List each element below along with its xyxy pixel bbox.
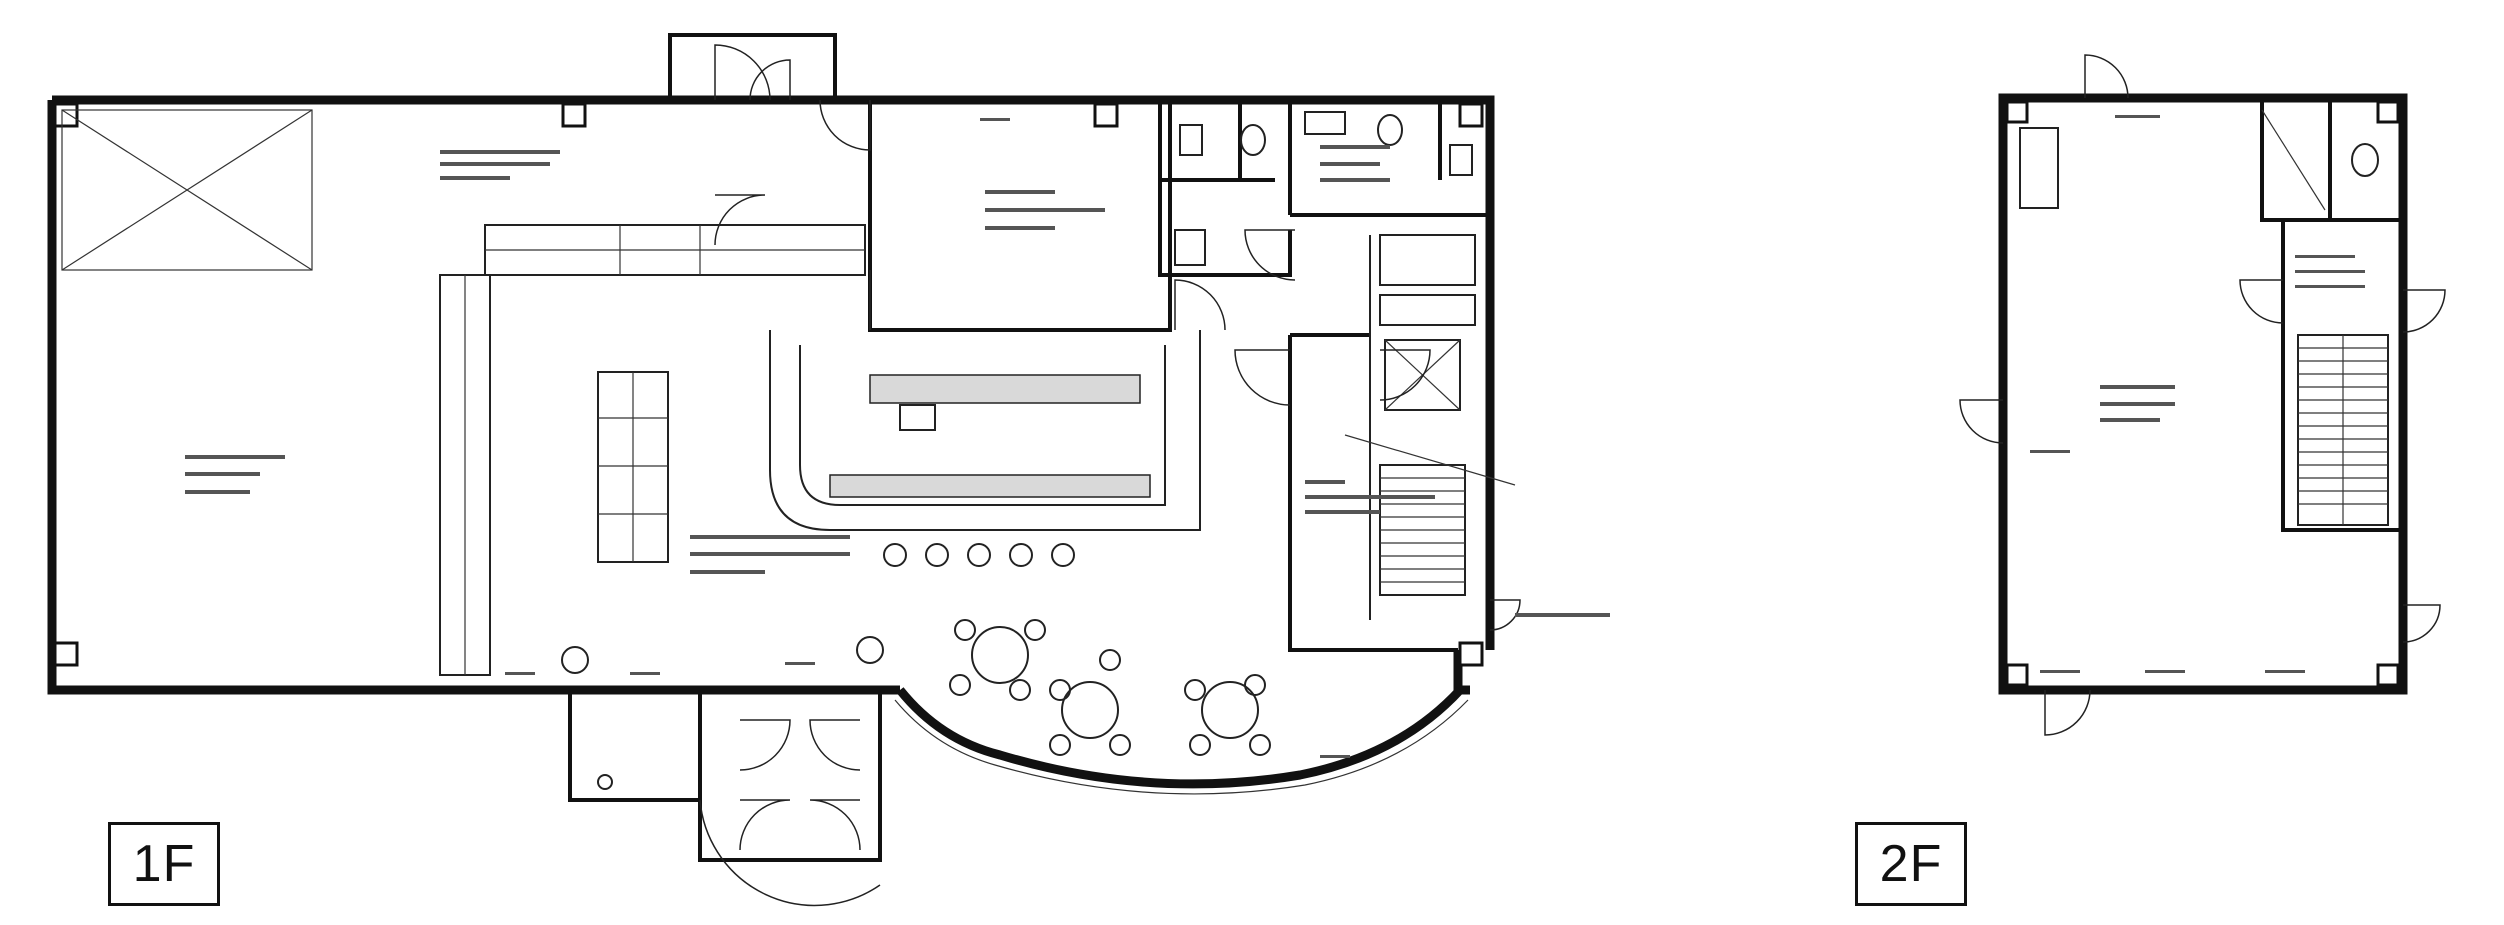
floor-label-2f: 2F	[1855, 822, 1967, 906]
bar-counter	[769, 330, 1201, 531]
second-floor-doors	[1959, 54, 2446, 736]
second-floor-plan	[1959, 54, 2446, 736]
second-floor-exterior-walls	[1998, 93, 2408, 695]
first-floor-plan	[47, 33, 1610, 907]
floor-label-1f: 1F	[108, 822, 220, 906]
first-floor-toilets	[1174, 111, 1473, 266]
room-annotations	[185, 118, 1610, 758]
first-floor-interior-walls	[868, 100, 1490, 652]
first-floor-doors	[699, 44, 1521, 907]
first-floor-stairs	[1344, 434, 1516, 596]
second-floor-annotations	[2030, 115, 2365, 673]
first-floor-exterior-walls	[47, 33, 1495, 862]
first-floor-columns	[53, 102, 1484, 667]
void-x-box	[61, 109, 313, 271]
round-tables	[949, 619, 1271, 756]
first-floor-fixed-benches	[439, 224, 866, 676]
second-floor-columns	[2005, 100, 2400, 687]
second-floor-stairs	[2297, 334, 2389, 526]
bar-stools	[561, 543, 1075, 790]
